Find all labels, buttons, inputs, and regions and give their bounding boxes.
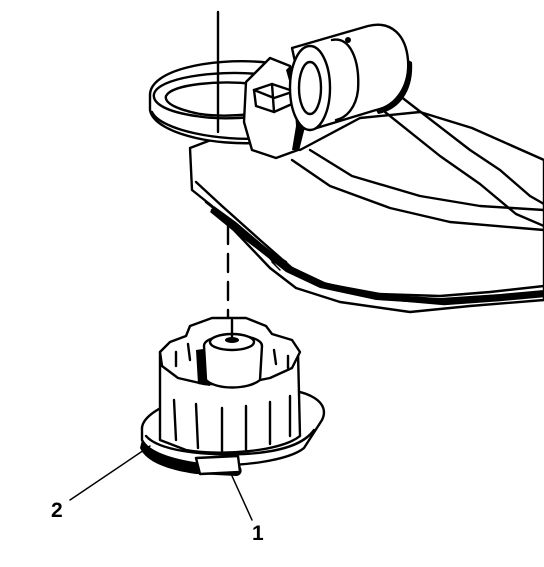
pivot-bushing: [288, 23, 413, 132]
bushing-end: [288, 44, 332, 132]
leader-line-2: [69, 445, 151, 501]
clevis-bracket: [242, 56, 306, 160]
bushing-end-inner: [297, 60, 323, 116]
control-arm-shadow: [210, 206, 544, 304]
control-arm-ridge: [290, 158, 544, 232]
bushing-flange-edge: [144, 428, 316, 456]
bushing-slots: [172, 394, 292, 454]
bolt-head-facet: [252, 82, 294, 114]
bushing-hub-hole: [225, 337, 239, 343]
control-arm-ridge-2: [308, 148, 544, 212]
bushing-dot: [345, 37, 351, 43]
control-arm: [188, 94, 544, 314]
bushing-seam: [330, 38, 360, 122]
lower-bushing: [140, 316, 326, 476]
bushing-shadow: [376, 60, 413, 114]
callout-label-2: 2: [51, 499, 63, 522]
leader-line-1: [231, 475, 253, 521]
bushing-locating-tab: [194, 454, 242, 476]
callout-label-1: 1: [252, 522, 264, 545]
control-arm-bolt-stub: [267, 255, 281, 271]
